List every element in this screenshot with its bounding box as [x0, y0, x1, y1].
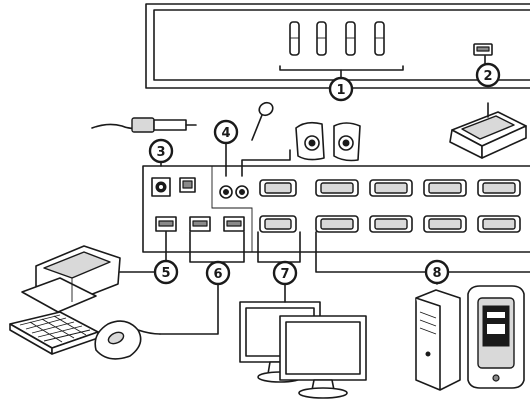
kvm-front-panel-icon	[145, 3, 530, 89]
callout-4-label: 4	[221, 126, 230, 141]
callout-8-label: 8	[432, 266, 441, 281]
callout-3: 3	[148, 138, 174, 164]
callout-1-label: 1	[336, 83, 345, 98]
callout-2: 2	[475, 62, 501, 88]
callout-6-label: 6	[213, 267, 222, 282]
callout-6: 6	[205, 260, 231, 286]
callout-1: 1	[328, 76, 354, 102]
pc-tower-icon	[415, 289, 461, 391]
printer-icon	[21, 245, 121, 313]
callout-5-label: 5	[161, 266, 170, 281]
callout-7: 7	[272, 260, 298, 286]
monitors-icon	[239, 301, 367, 399]
usb-scanner-icon	[449, 102, 527, 159]
kvm-rear-panel-icon	[142, 165, 530, 253]
callout-7-label: 7	[280, 267, 289, 282]
microphone-icon	[251, 101, 274, 141]
callout-8: 8	[424, 259, 450, 285]
speakers-icon	[295, 121, 361, 162]
mouse-icon	[94, 320, 161, 360]
callout-5: 5	[153, 259, 179, 285]
callout-4: 4	[213, 119, 239, 145]
callout-3-label: 3	[156, 145, 165, 160]
callout-2-label: 2	[483, 69, 492, 84]
keyboard-icon	[9, 311, 99, 355]
power-plug-icon	[91, 117, 197, 133]
mac-tower-icon	[467, 285, 525, 389]
